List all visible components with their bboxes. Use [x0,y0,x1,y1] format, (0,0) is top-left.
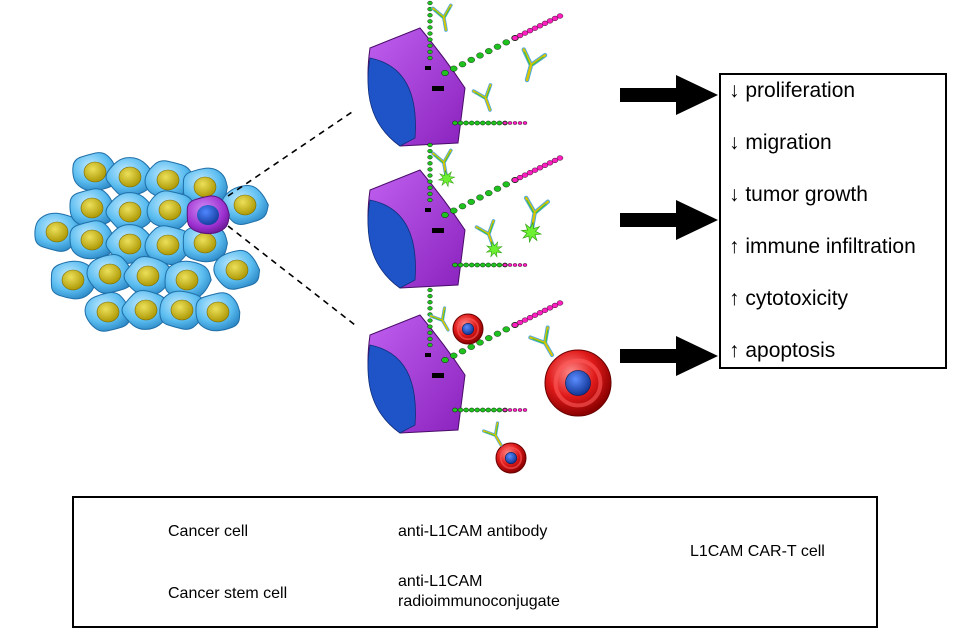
legend-cancer-cell-label: Cancer cell [168,523,249,540]
bound-radioimmunoconjugate-icon [520,195,550,244]
legend-box: Cancer cell Cancer stem cell anti-L1CAM … [72,496,878,628]
cancer-cell [182,223,228,263]
car-receptor-icon [482,421,503,447]
receptor-top [427,142,433,203]
bound-antibody-icon [471,83,493,112]
cancer-cell [159,290,208,330]
tumor-cell-cluster [34,152,269,332]
cancer-cell [105,157,156,198]
receptor-middle [441,176,519,218]
bound-antibody-icon [521,47,548,83]
car-receptor-icon [528,325,554,357]
cancer-cell [50,260,97,300]
outcome-arrows [620,75,718,376]
outcome-apoptosis: ↑ apoptosis [729,339,836,362]
cancer-cell [105,224,156,265]
cancer-cell [105,192,156,233]
cancer-cell [213,249,261,290]
receptor-bottom-tail [502,263,528,267]
cancer-cell [84,291,131,332]
receptor-top [427,0,433,61]
cancer-cell [164,260,212,300]
legend-radioimmunoconjugate-label-1: anti-L1CAM [398,573,483,590]
legend-radioimmunoconjugate-label-2: radioimmunoconjugate [398,593,560,610]
cancer-cell [195,292,241,332]
cancer-cell [86,254,134,294]
panel-antibody-membrane [367,0,564,147]
receptor-middle-tail [511,13,564,41]
cancer-cell [144,225,195,266]
car-t-cell-small [452,313,484,345]
receptor-middle-tail [511,155,564,183]
outcome-box: ↓ proliferation ↓ migration ↓ tumor grow… [719,73,947,369]
legend-car-t-label: L1CAM CAR-T cell [690,543,825,560]
bound-antibody-icon [431,3,453,32]
cancer-cell [123,256,175,296]
receptor-middle [441,35,519,76]
legend-stem-cell-label: Cancer stem cell [168,585,288,602]
receptor-middle-tail [511,300,564,328]
receptor-bottom-tail [502,408,528,412]
outcome-tumor-growth: ↓ tumor growth [729,183,868,206]
car-t-cell-large [544,349,612,417]
outcome-arrow-1 [620,75,718,115]
cancer-cell [69,220,115,260]
outcome-immune-infiltration: ↑ immune infiltration [729,235,916,258]
outcome-proliferation: ↓ proliferation [729,79,856,102]
receptor-bottom [452,262,508,268]
highlighted-cancer-stem-cell [186,195,230,235]
panel-car-t-membrane [367,287,564,434]
outcome-arrow-2 [620,200,718,240]
cancer-cell [146,190,197,231]
bound-radioimmunoconjugate-icon [474,219,503,258]
receptor-bottom [452,120,508,126]
cancer-cell [220,185,269,225]
outcome-cytotoxicity: ↑ cytotoxicity [729,287,849,310]
bound-radioimmunoconjugate-icon [431,148,456,188]
outcome-arrow-3 [620,336,718,376]
zoom-dashed-lines [227,109,356,326]
receptor-top [427,287,433,348]
treatment-panels [367,0,612,474]
legend-antibody-label: anti-L1CAM antibody [398,523,548,540]
outcome-migration: ↓ migration [729,131,832,154]
cancer-cell [72,152,118,192]
receptor-bottom-tail [502,121,528,125]
cancer-cell [69,188,115,228]
cancer-cell [144,160,195,201]
car-receptor-icon [429,306,450,332]
cancer-cell [121,289,173,330]
panel-radioimmunoconjugate-membrane [367,142,564,289]
car-t-cell-small [495,442,527,474]
receptor-bottom [452,407,508,413]
